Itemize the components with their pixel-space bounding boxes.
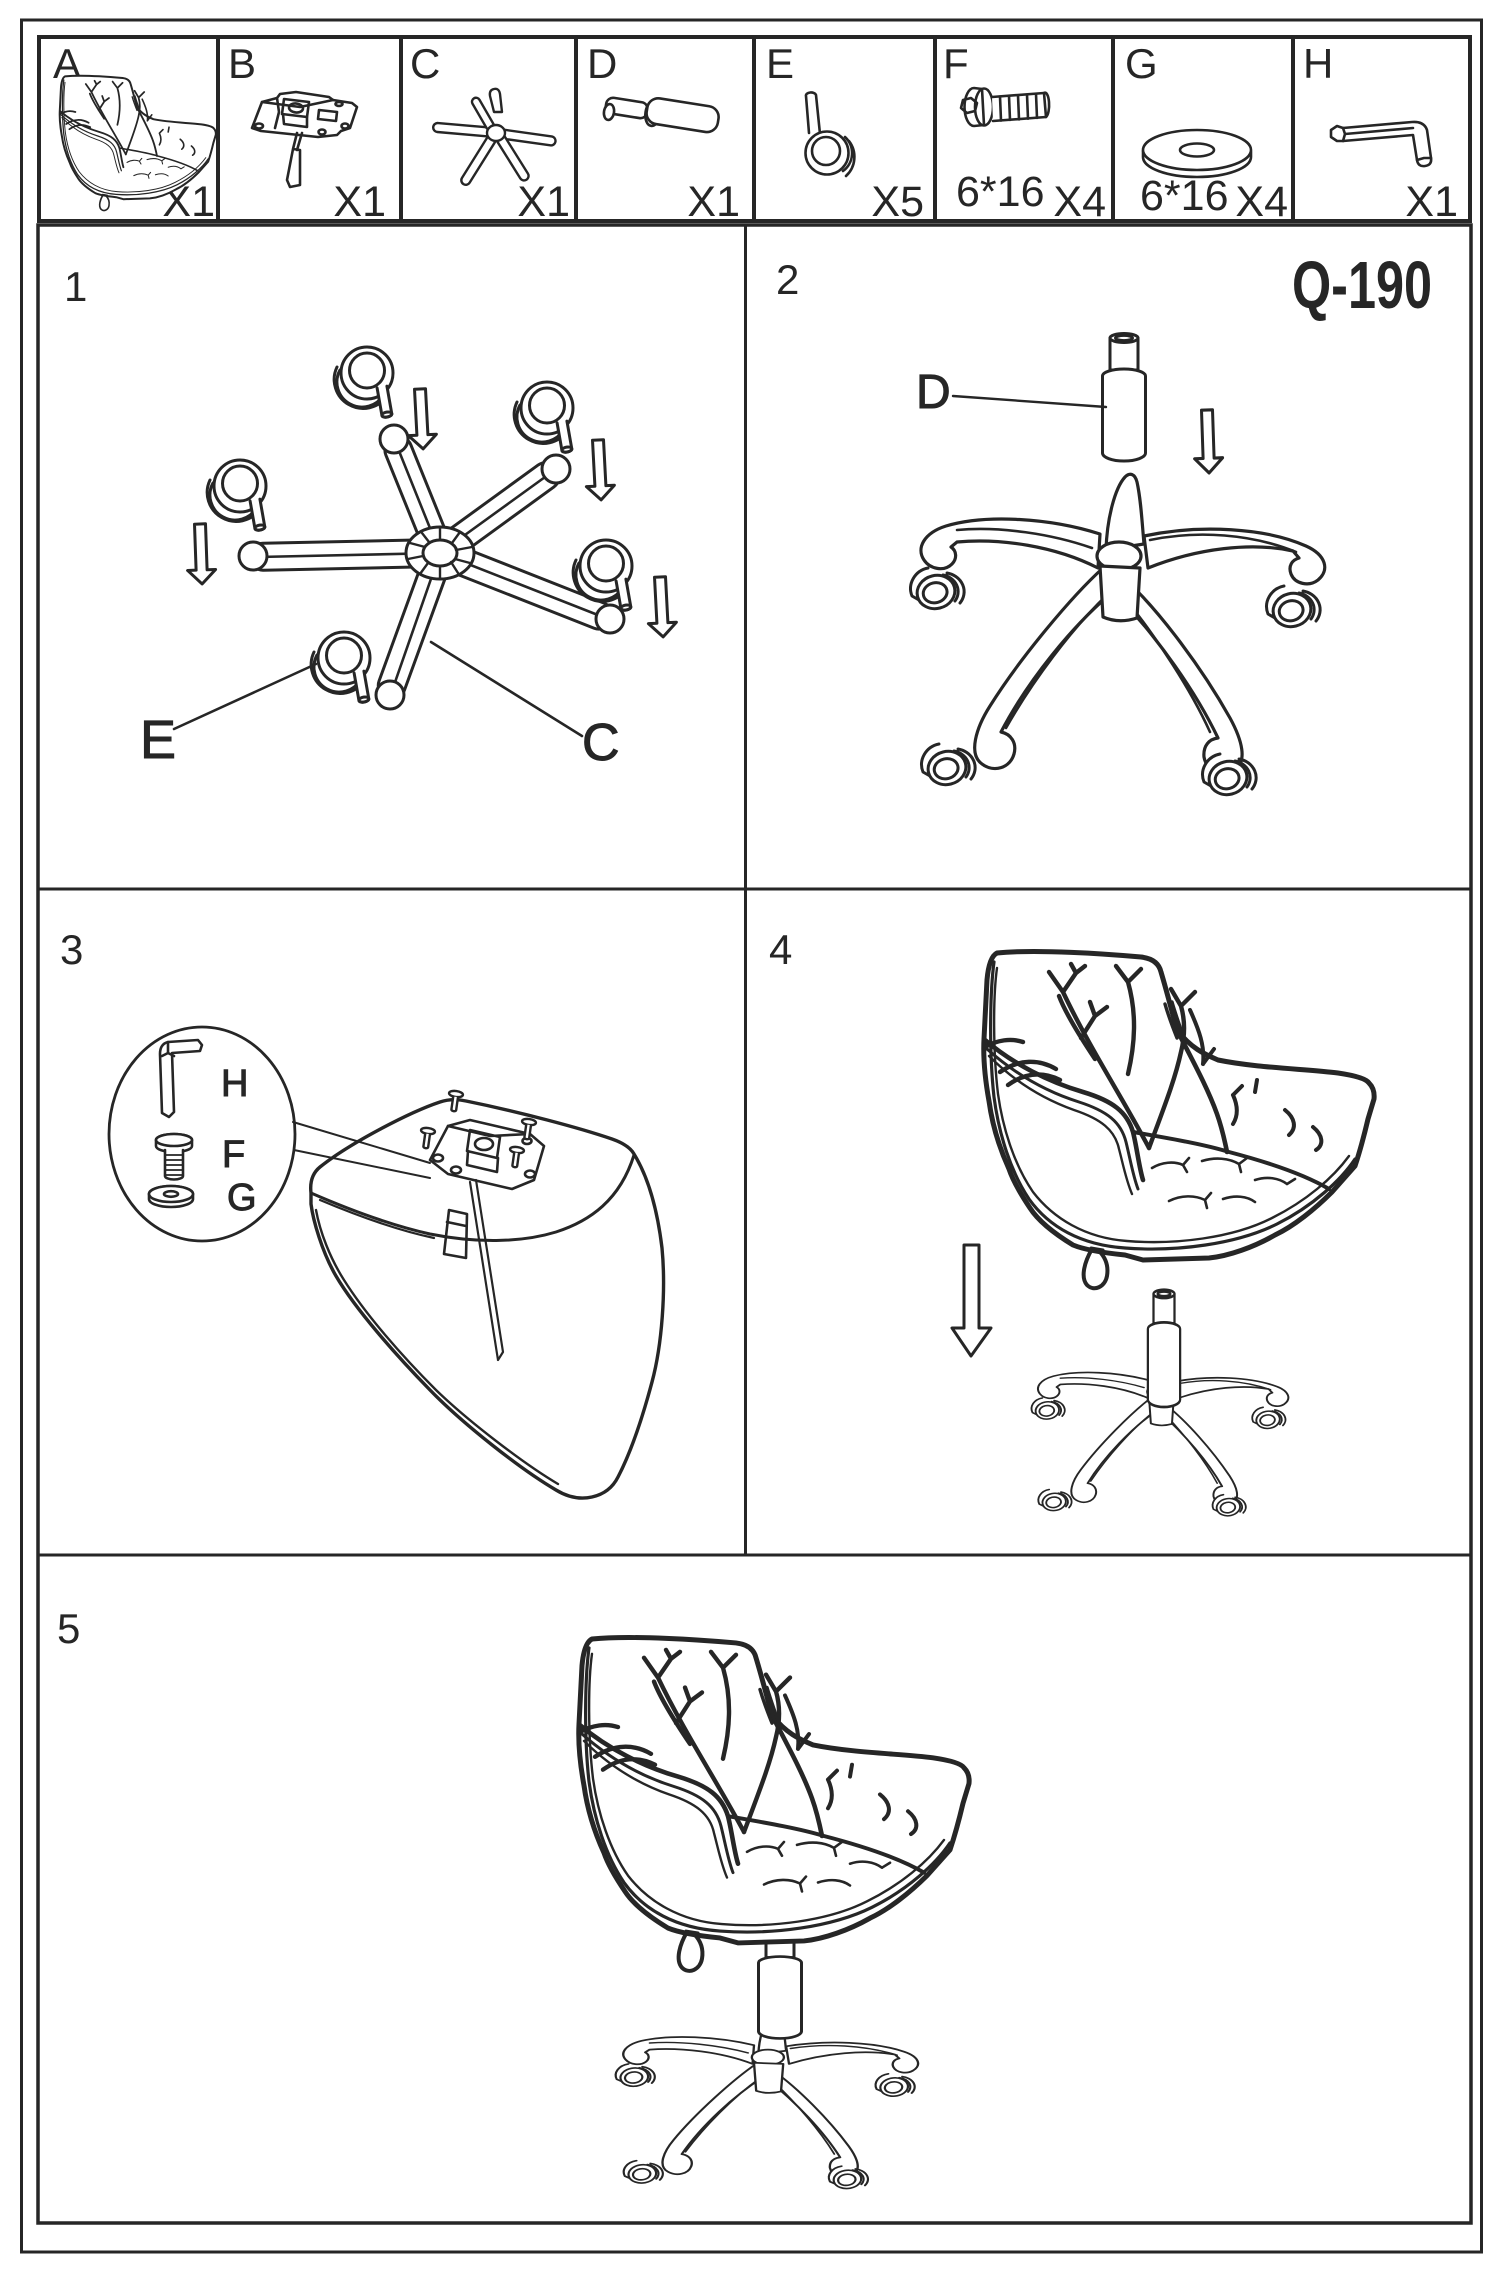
svg-text:C: C bbox=[582, 714, 620, 772]
svg-text:X5: X5 bbox=[871, 178, 924, 226]
svg-text:F: F bbox=[222, 1134, 245, 1176]
svg-text:C: C bbox=[410, 40, 440, 87]
svg-text:X1: X1 bbox=[1405, 178, 1458, 226]
svg-text:G: G bbox=[227, 1177, 257, 1219]
svg-text:3: 3 bbox=[60, 926, 83, 973]
svg-text:E: E bbox=[140, 710, 176, 770]
svg-text:F: F bbox=[943, 40, 969, 87]
svg-text:X1: X1 bbox=[517, 178, 570, 226]
svg-text:4: 4 bbox=[769, 926, 792, 973]
svg-text:6*16: 6*16 bbox=[956, 168, 1044, 216]
svg-text:H: H bbox=[221, 1063, 248, 1105]
svg-text:D: D bbox=[916, 366, 951, 419]
svg-text:X1: X1 bbox=[687, 178, 740, 226]
svg-text:D: D bbox=[587, 40, 617, 87]
svg-text:X4: X4 bbox=[1053, 178, 1106, 226]
svg-text:H: H bbox=[1303, 40, 1333, 87]
svg-text:2: 2 bbox=[776, 256, 799, 303]
svg-text:B: B bbox=[228, 40, 256, 87]
svg-text:X4: X4 bbox=[1235, 178, 1288, 226]
svg-text:5: 5 bbox=[57, 1605, 80, 1652]
svg-text:X1: X1 bbox=[333, 178, 386, 226]
svg-text:E: E bbox=[766, 40, 794, 87]
svg-text:1: 1 bbox=[64, 263, 87, 310]
svg-text:6*16: 6*16 bbox=[1140, 172, 1228, 220]
svg-text:Q-190: Q-190 bbox=[1292, 248, 1432, 323]
svg-text:G: G bbox=[1125, 40, 1158, 87]
